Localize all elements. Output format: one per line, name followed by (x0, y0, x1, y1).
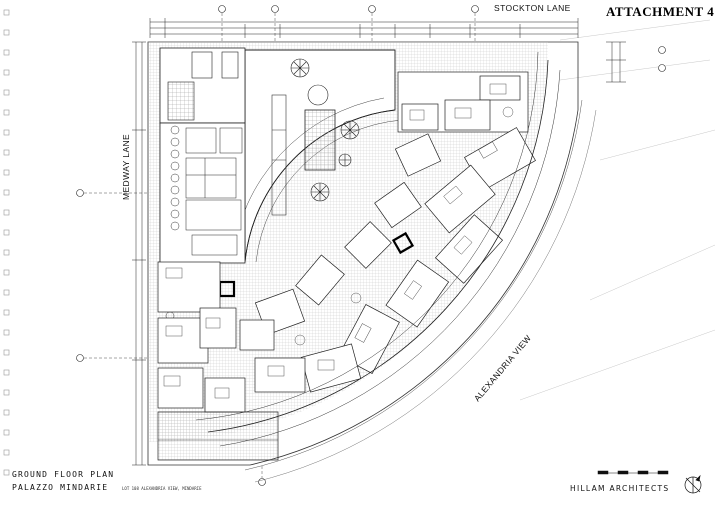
street-label-west: MEDWAY LANE (121, 134, 131, 200)
dimension-lines (132, 18, 626, 466)
grid-axes (84, 13, 476, 478)
drawing-title: GROUND FLOOR PLAN (12, 470, 114, 479)
architect-name: HILLAM ARCHITECTS (570, 484, 669, 493)
project-name: PALAZZO MINDARIE (12, 483, 108, 492)
street-label-curve: ALEXANDRIA VIEW (472, 333, 533, 403)
street-label-north: STOCKTON LANE (494, 3, 571, 13)
attachment-label: ATTACHMENT 4 (606, 4, 714, 19)
binding-marks (3, 9, 10, 476)
scale-bar (597, 470, 669, 475)
grid-markers (76, 5, 666, 486)
lift-core (391, 231, 415, 255)
north-arrow-icon (684, 474, 702, 494)
site-plan (147, 41, 597, 483)
pool (304, 109, 336, 171)
tree-icon (290, 58, 360, 202)
background-linework (519, 19, 716, 401)
lot-address: LOT 108 ALEXANDRIA VIEW, MINDARIE (122, 486, 202, 491)
